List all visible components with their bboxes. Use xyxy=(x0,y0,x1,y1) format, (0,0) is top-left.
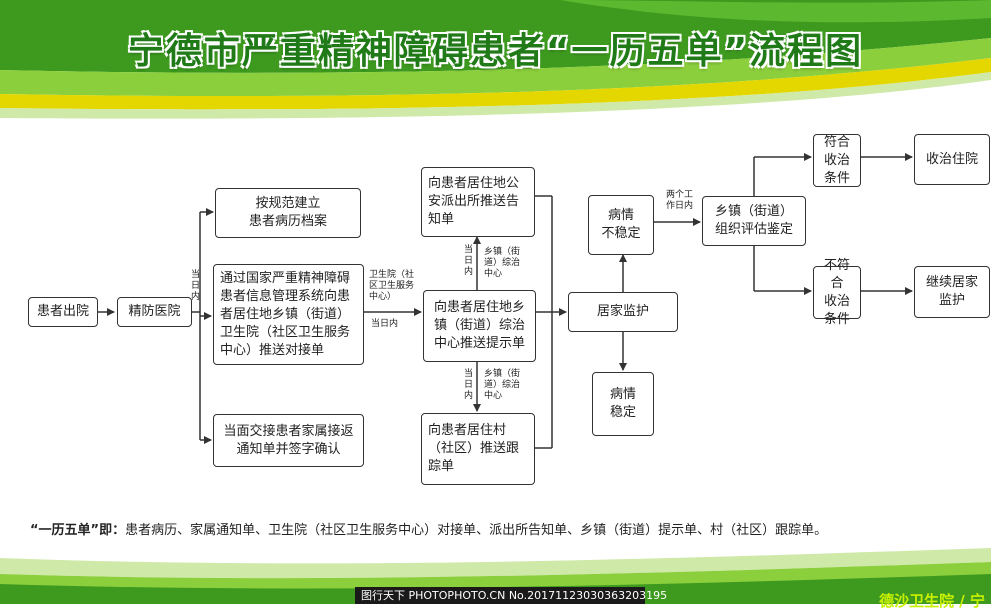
node-condition-stable: 病情 稳定 xyxy=(592,372,654,436)
label-two-workdays: 两个工 作日内 xyxy=(666,190,694,211)
header-banner xyxy=(0,0,991,119)
label-township-center-down: 乡镇（街 道）综治 中心 xyxy=(484,369,521,401)
corner-org-name: 德沙卫生院 / 宁 xyxy=(879,592,985,610)
node-village-tracking: 向患者居住村（社区）推送跟踪单 xyxy=(421,413,535,485)
node-meets-criteria: 符合 收治条件 xyxy=(813,134,861,187)
node-township-prompt: 向患者居住地乡镇（街道）综治中心推送提示单 xyxy=(423,290,536,362)
label-same-day-village: 当 日 内 xyxy=(464,369,474,401)
label-same-day-police: 当 日 内 xyxy=(464,245,474,277)
definition-note-text: 患者病历、家属通知单、卫生院（社区卫生服务中心）对接单、派出所告知单、乡镇（街道… xyxy=(125,523,828,538)
node-continue-home-monitoring: 继续居家 监护 xyxy=(914,266,990,318)
label-same-day-branch: 当 日 内 xyxy=(191,270,201,302)
node-police-notice: 向患者居住地公安派出所推送告知单 xyxy=(421,167,535,237)
definition-note-heading: “一历五单”即： xyxy=(30,523,126,538)
node-township-assessment: 乡镇（街道） 组织评估鉴定 xyxy=(702,196,806,246)
node-home-monitoring: 居家监护 xyxy=(568,292,678,332)
node-condition-unstable: 病情 不稳定 xyxy=(588,195,654,255)
node-not-meet-criteria: 不符合 收治条件 xyxy=(813,258,861,327)
definition-note: “一历五单”即：患者病历、家属通知单、卫生院（社区卫生服务中心）对接单、派出所告… xyxy=(30,519,990,538)
page-title: 宁德市严重精神障碍患者“一历五单”流程图 xyxy=(127,31,864,72)
node-prevention-hospital: 精防医院 xyxy=(117,297,192,327)
node-family-notice: 当面交接患者家属接返通知单并签字确认 xyxy=(213,414,364,467)
node-admit-hospital: 收治住院 xyxy=(914,134,990,185)
node-patient-discharge: 患者出院 xyxy=(28,297,98,327)
label-township-center-up: 乡镇（街 道）综治 中心 xyxy=(484,247,521,279)
label-health-center: 卫生院（社 区卫生服务 中心） xyxy=(369,270,415,302)
watermark-bar: 图行天下 PHOTOPHOTO.CN No.201711230303632031… xyxy=(355,587,667,604)
node-build-archive: 按规范建立 患者病历档案 xyxy=(215,188,361,238)
label-same-day-transfer: 当日内 xyxy=(371,319,399,329)
node-push-transfer-form: 通过国家严重精神障碍患者信息管理系统向患者居住地乡镇（街道）卫生院（社区卫生服务… xyxy=(213,264,364,365)
